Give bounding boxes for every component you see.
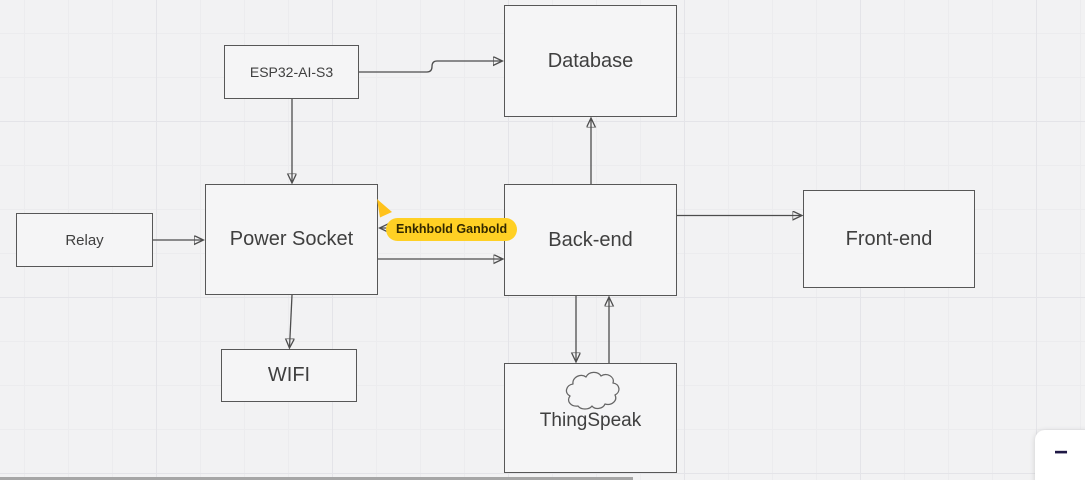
node-esp32-label: ESP32-AI-S3 xyxy=(249,64,334,80)
node-wifi-label: WIFI xyxy=(267,364,311,386)
collaborator-name: Enkhbold Ganbold xyxy=(396,222,508,236)
node-frontend-label: Front-end xyxy=(845,227,933,250)
node-backend[interactable]: Back-end xyxy=(504,184,677,296)
node-esp32[interactable]: ESP32-AI-S3 xyxy=(224,45,359,99)
node-power-socket[interactable]: Power Socket xyxy=(205,184,378,295)
node-wifi[interactable]: WIFI xyxy=(221,349,357,402)
collaborator-name-pill: Enkhbold Ganbold xyxy=(386,218,518,241)
node-relay-label: Relay xyxy=(65,231,104,249)
node-thingspeak[interactable]: ThingSpeak xyxy=(504,363,677,473)
zoom-toolbar: − xyxy=(1035,430,1085,480)
node-power-socket-label: Power Socket xyxy=(229,228,354,250)
edge-power-socket-to-wifi[interactable] xyxy=(290,294,293,348)
node-database[interactable]: Database xyxy=(504,5,677,117)
node-thingspeak-label: ThingSpeak xyxy=(539,410,642,431)
node-relay[interactable]: Relay xyxy=(16,213,153,267)
cloud-icon xyxy=(565,371,620,410)
node-backend-label: Back-end xyxy=(548,228,633,251)
node-frontend[interactable]: Front-end xyxy=(803,190,975,288)
horizontal-scrollbar-thumb[interactable] xyxy=(0,477,633,480)
node-database-label: Database xyxy=(547,49,634,72)
collaborator-cursor-icon xyxy=(377,199,392,218)
edge-esp32-to-database[interactable] xyxy=(359,61,502,73)
zoom-out-label: − xyxy=(1053,439,1068,466)
zoom-out-button[interactable]: − xyxy=(1047,439,1075,467)
